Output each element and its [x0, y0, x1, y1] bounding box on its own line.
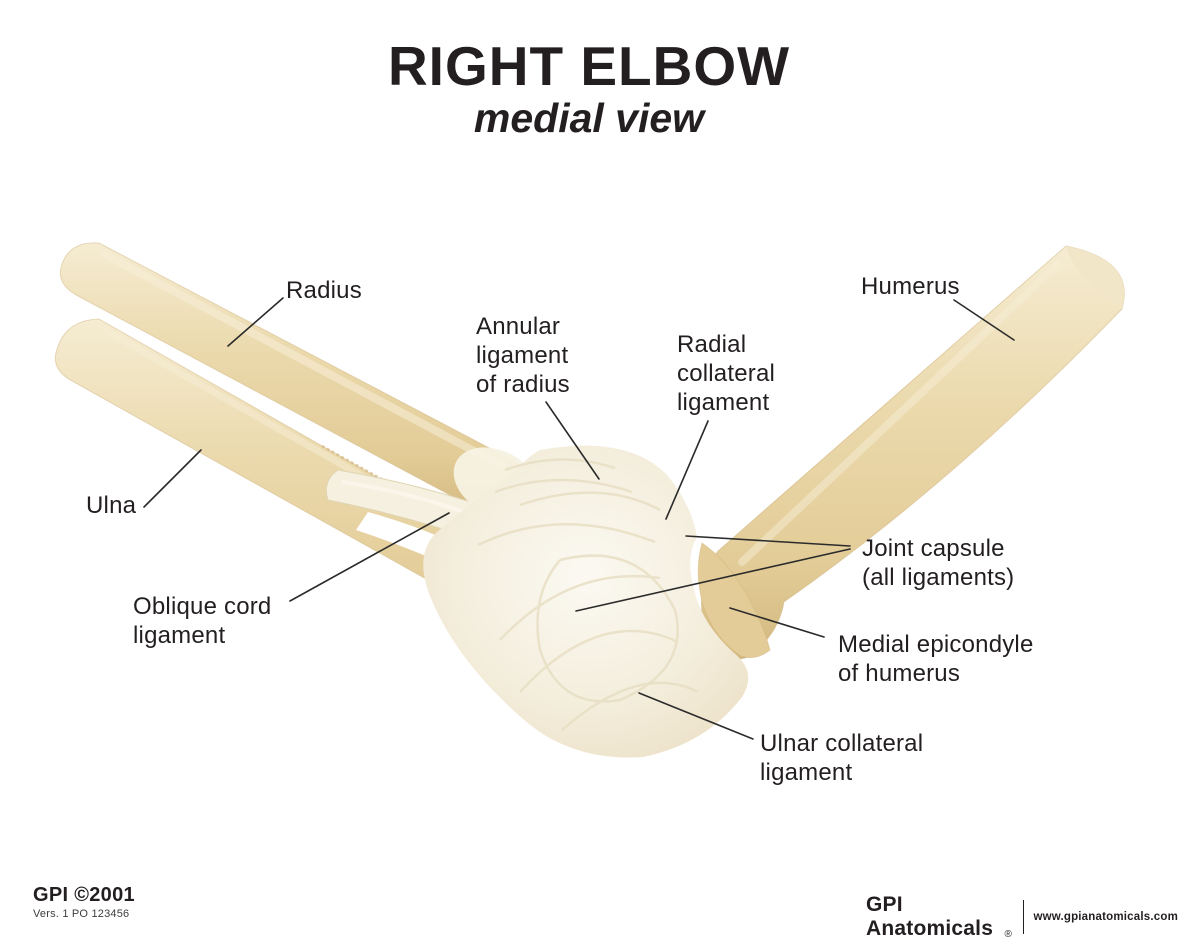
label-ulnar-collateral: Ulnar collateral ligament	[760, 730, 924, 786]
leader-line-medial-epicondyle	[729, 607, 825, 638]
leader-line-ulnar-collateral	[638, 692, 754, 740]
label-annular-ligament: Annular ligament of radius	[476, 313, 570, 398]
publisher-copyright: GPI ©2001	[33, 884, 135, 906]
leader-line-oblique-cord	[289, 512, 450, 602]
brand-name: GPI Anatomicals	[866, 893, 994, 940]
leader-line-radius	[227, 297, 284, 347]
leader-line-joint-capsule-2	[575, 548, 851, 612]
leader-lines	[143, 297, 1015, 740]
leader-line-radial-collateral	[665, 420, 709, 520]
label-joint-capsule: Joint capsule (all ligaments)	[862, 535, 1015, 591]
version-number: Vers. 1 PO 123456	[33, 908, 130, 920]
footer-divider	[1022, 900, 1025, 934]
brand-block: GPI Anatomicals ® www.gpianatomicals.com	[866, 893, 1178, 941]
humerus-bone	[701, 245, 1125, 660]
page-subtitle: medial view	[473, 95, 705, 141]
label-radius: Radius	[286, 277, 362, 304]
page-title: RIGHT ELBOW	[387, 35, 791, 97]
leader-line-annular-ligament	[545, 401, 600, 480]
leader-line-ulna	[143, 449, 202, 508]
leader-line-humerus	[953, 299, 1015, 341]
leader-line-joint-capsule-1	[685, 535, 851, 547]
joint-capsule-mass	[423, 445, 749, 758]
label-ulna: Ulna	[86, 492, 137, 519]
registered-trademark-symbol: ®	[1004, 929, 1012, 940]
medial-epicondyle-wedge	[697, 542, 771, 658]
label-oblique-cord: Oblique cord ligament	[133, 593, 272, 649]
label-medial-epicondyle: Medial epicondyle of humerus	[838, 631, 1034, 687]
label-humerus: Humerus	[861, 273, 960, 300]
label-radial-collateral: Radial collateral ligament	[677, 331, 776, 416]
copyright-block: GPI ©2001 Vers. 1 PO 123456	[33, 884, 135, 920]
website-url: www.gpianatomicals.com	[1033, 911, 1178, 923]
